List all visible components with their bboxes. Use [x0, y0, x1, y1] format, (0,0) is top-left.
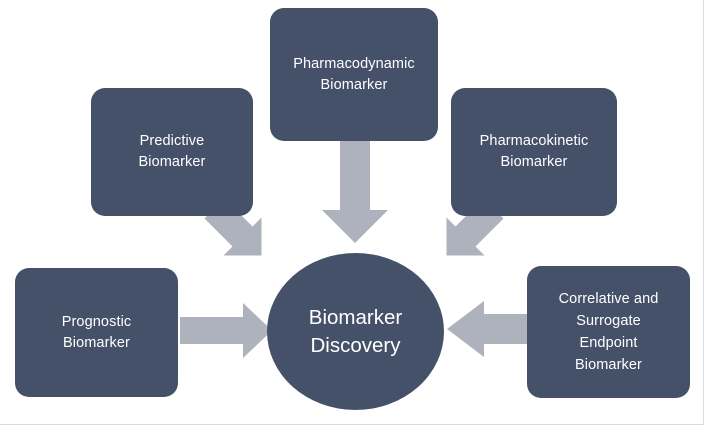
- arrow-prognostic-to-center: [180, 303, 272, 358]
- node-pharmacokinetic-biomarker-label: Pharmacokinetic Biomarker: [479, 133, 589, 170]
- node-predictive-biomarker[interactable]: Predictive Biomarker: [91, 88, 253, 216]
- node-pharmacokinetic-biomarker[interactable]: Pharmacokinetic Biomarker: [451, 88, 617, 216]
- node-correlative-surrogate-endpoint-biomarker-label: Correlative and Surrogate Endpoint Bioma…: [558, 291, 659, 373]
- node-correlative-surrogate-endpoint-biomarker[interactable]: Correlative and Surrogate Endpoint Bioma…: [527, 266, 690, 398]
- node-pharmacodynamic-biomarker[interactable]: Pharmacodynamic Biomarker: [270, 8, 438, 141]
- node-prognostic-biomarker-label: Prognostic Biomarker: [61, 313, 132, 351]
- node-pharmacodynamic-biomarker-label: Pharmacodynamic Biomarker: [293, 55, 415, 93]
- node-biomarker-discovery-label: Biomarker Discovery: [308, 305, 403, 357]
- arrow-pharmacodynamic-to-center: [322, 140, 388, 243]
- node-predictive-biomarker-label: Predictive Biomarker: [138, 133, 206, 170]
- node-biomarker-discovery[interactable]: Biomarker Discovery: [267, 253, 444, 410]
- arrow-correlative-to-center: [447, 301, 527, 357]
- node-prognostic-biomarker[interactable]: Prognostic Biomarker: [15, 268, 178, 397]
